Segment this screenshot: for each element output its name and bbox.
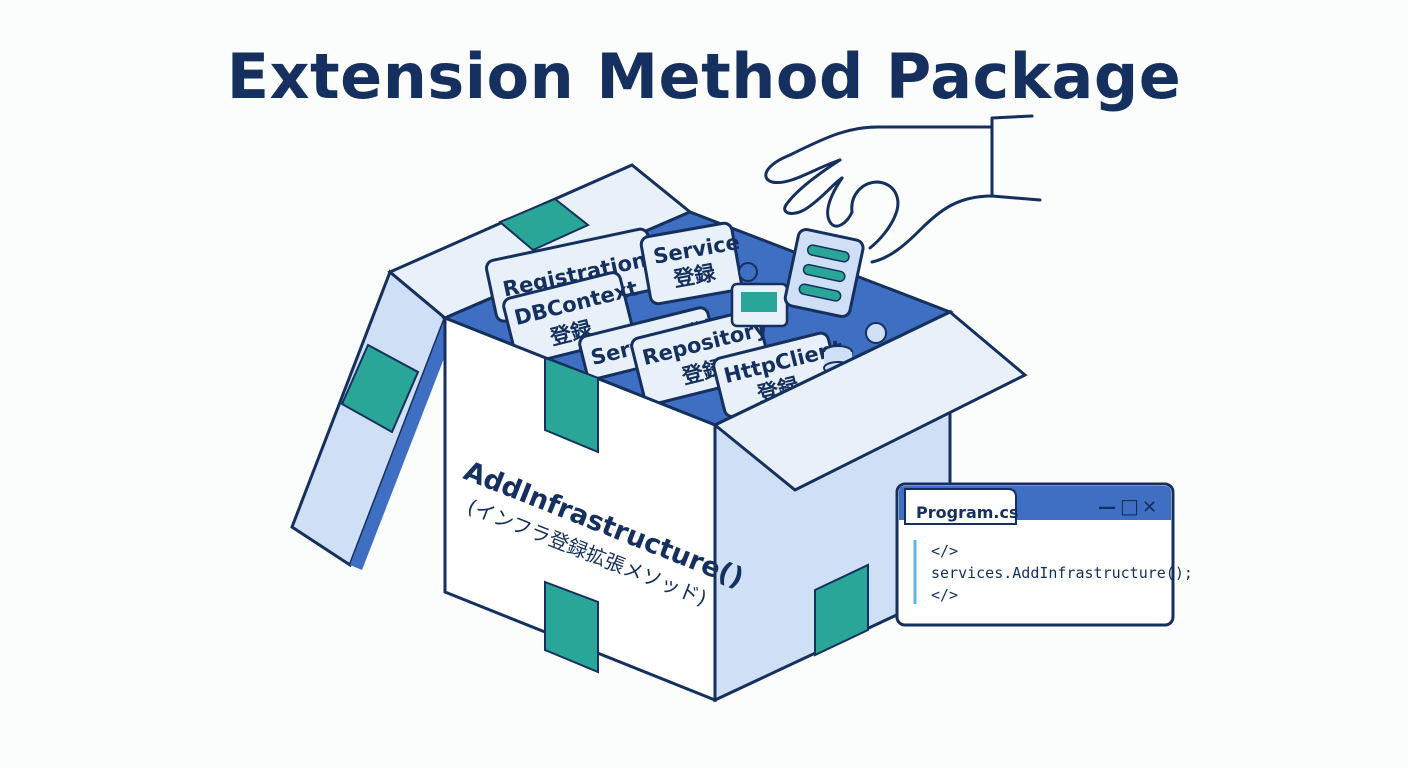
monitor-icon (730, 282, 789, 328)
box-front-band-top (544, 356, 599, 454)
code-line-1: </> (931, 542, 958, 560)
card-service-1: Service 登録 (639, 221, 743, 306)
gear-icon (738, 262, 887, 344)
code-line-2: services.AddInfrastructure(); (931, 564, 1193, 582)
close-icon[interactable]: ✕ (1142, 497, 1157, 518)
box-right-band (814, 563, 869, 657)
code-window: Program.cs — □ ✕ </> services.AddInfrast… (895, 482, 1193, 627)
server-icon (783, 227, 865, 319)
box-front-band-bottom (544, 580, 599, 674)
minimize-icon[interactable]: — (1098, 497, 1116, 518)
code-line-3: </> (931, 586, 958, 604)
box-back-flap-band (498, 197, 590, 252)
box-left-inner (350, 318, 455, 570)
code-window-title: Program.cs (916, 503, 1019, 522)
box-left-flap-band (340, 343, 420, 434)
page-title: Extension Method Package (226, 40, 1182, 113)
box-front-flap (712, 310, 1028, 492)
hand-icon (764, 114, 1042, 264)
maximize-icon[interactable]: □ (1120, 494, 1139, 518)
